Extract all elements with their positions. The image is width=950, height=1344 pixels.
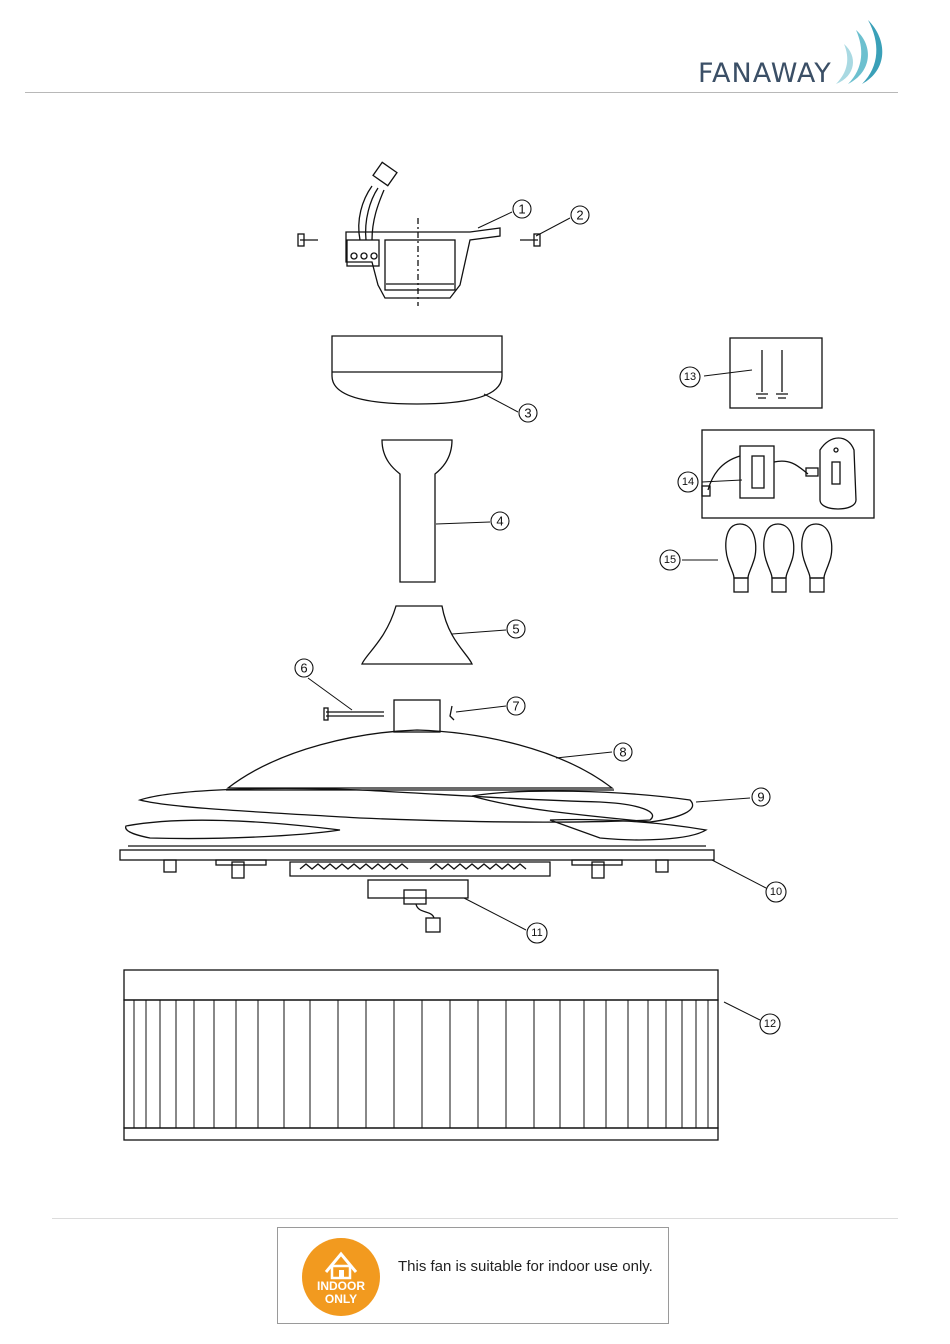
indoor-only-badge: INDOOR ONLY [302, 1238, 380, 1316]
callout-2: 2 [576, 208, 583, 223]
house-icon [302, 1238, 380, 1282]
part-mounting-bracket [298, 162, 540, 306]
callout-12: 12 [764, 1018, 776, 1030]
leader-lines [308, 212, 766, 1020]
callout-circles [295, 200, 786, 1034]
callout-4: 4 [496, 514, 503, 529]
callout-15: 15 [664, 554, 676, 566]
callout-3: 3 [524, 406, 531, 421]
part-clip [394, 700, 454, 732]
callout-9: 9 [757, 790, 764, 805]
part-lampshade-cage [124, 970, 718, 1140]
part-switch-housing [368, 880, 468, 932]
callout-11: 11 [531, 927, 542, 939]
part-receiver-remote [702, 430, 874, 518]
callout-6: 6 [300, 661, 307, 676]
footer-divider [52, 1218, 898, 1219]
callout-7: 7 [512, 699, 519, 714]
indoor-use-notice: INDOOR ONLY This fan is suitable for ind… [277, 1227, 669, 1324]
part-blades [126, 788, 706, 839]
badge-line-2: ONLY [302, 1293, 380, 1306]
callout-13: 13 [684, 371, 696, 383]
notice-text: This fan is suitable for indoor use only… [398, 1258, 653, 1275]
callout-10: 10 [770, 886, 782, 898]
part-blade-mechanism [120, 846, 714, 878]
callout-1: 1 [518, 202, 525, 217]
part-downrod [382, 440, 452, 582]
part-screws [730, 338, 822, 408]
part-coupling-cover [362, 606, 472, 664]
part-canopy [332, 336, 502, 404]
callout-5: 5 [512, 622, 519, 637]
part-bulbs [726, 524, 832, 592]
part-motor-housing [226, 730, 614, 790]
badge-label: INDOOR ONLY [302, 1280, 380, 1306]
part-pin [324, 708, 384, 720]
callout-14: 14 [682, 476, 694, 488]
callout-8: 8 [619, 745, 626, 760]
